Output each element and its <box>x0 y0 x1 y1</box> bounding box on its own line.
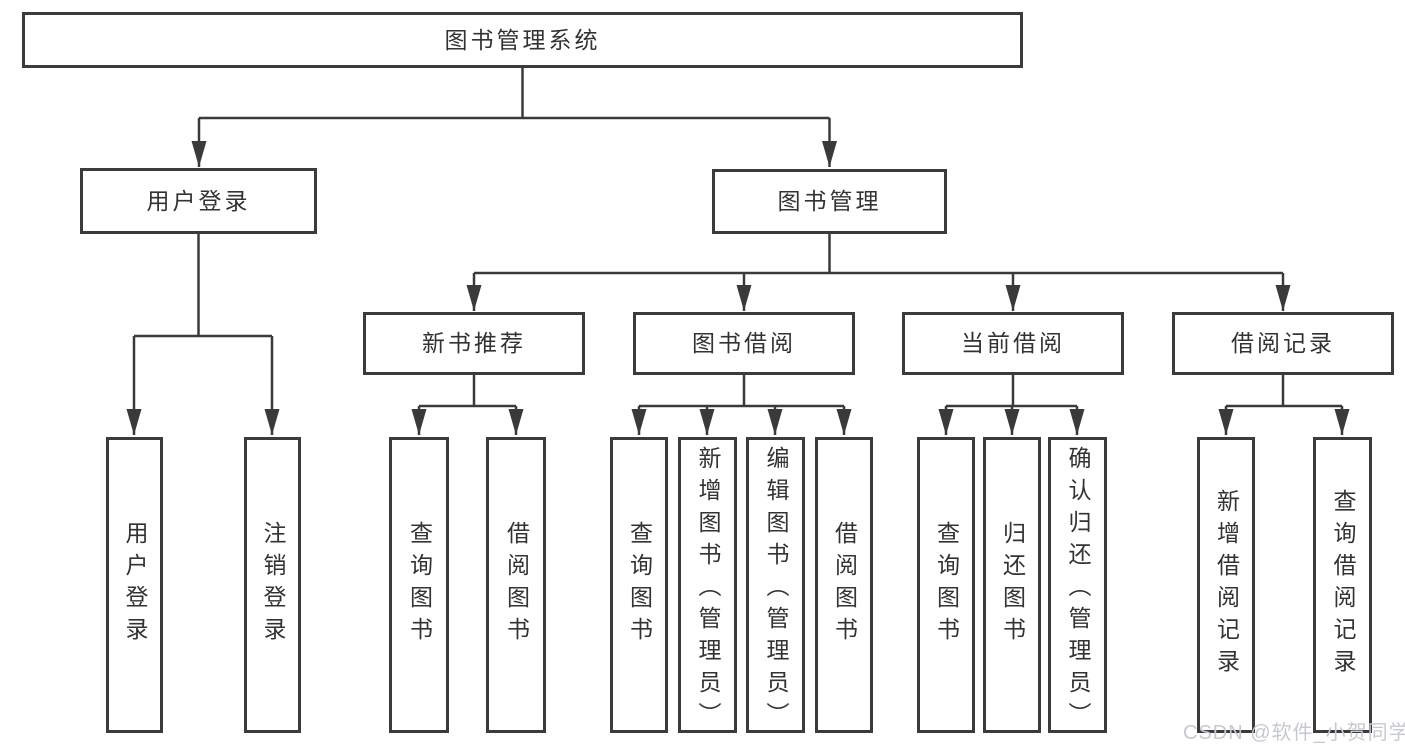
leaf-logout: 注销登录 <box>244 437 301 733</box>
leaf-confirm-return-admin: 确认归还（管理员） <box>1048 437 1107 734</box>
leaf-query-books-recommend: 查询图书 <box>389 437 449 733</box>
watermark-text: CSDN @软件_小贺同学 <box>1183 722 1405 744</box>
arrowhead-connectors <box>126 118 1350 435</box>
leaf-user-login: 用户登录 <box>106 437 163 733</box>
leaf-add-borrow-record: 新增借阅记录 <box>1197 437 1255 733</box>
leaf-borrow-books: 借阅图书 <box>815 437 873 733</box>
node-library-management-system: 图书管理系统 <box>22 12 1023 68</box>
node-book-borrowing: 图书借阅 <box>633 312 855 375</box>
leaf-query-books-borrowing: 查询图书 <box>610 437 668 733</box>
leaf-edit-books-admin: 编辑图书（管理员） <box>746 437 805 734</box>
leaf-borrow-books-recommend: 借阅图书 <box>486 437 546 733</box>
leaf-query-borrow-record: 查询借阅记录 <box>1313 437 1372 733</box>
node-current-borrowing: 当前借阅 <box>902 312 1124 375</box>
node-new-book-recommendation: 新书推荐 <box>363 312 585 375</box>
leaf-return-books: 归还图书 <box>983 437 1041 733</box>
node-borrowing-records: 借阅记录 <box>1172 312 1394 375</box>
leaf-add-books-admin: 新增图书（管理员） <box>678 437 737 734</box>
connector-lines <box>134 68 1342 408</box>
node-user-login: 用户登录 <box>80 168 317 234</box>
leaf-query-books-current: 查询图书 <box>917 437 975 733</box>
node-book-management: 图书管理 <box>712 169 947 234</box>
